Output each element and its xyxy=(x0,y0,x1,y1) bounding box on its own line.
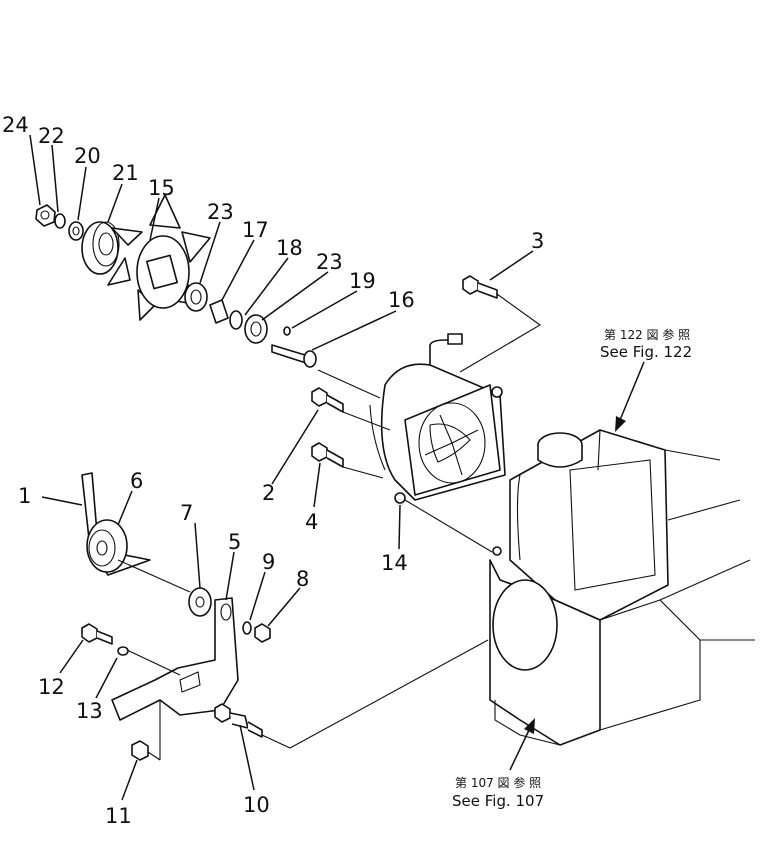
callout-6: 6 xyxy=(130,469,143,493)
callout-5: 5 xyxy=(228,530,241,554)
ref-fig107-jp: 第 107 図 参 照 xyxy=(455,775,541,790)
callout-21: 21 xyxy=(112,161,139,185)
callout-24: 24 xyxy=(2,113,29,137)
callout-2: 2 xyxy=(262,481,275,505)
reference-arrows xyxy=(509,361,645,771)
callout-20: 20 xyxy=(74,144,101,168)
callout-13: 13 xyxy=(76,699,103,723)
callout-15: 15 xyxy=(148,176,175,200)
figure-references: 第 122 図 参 照 See Fig. 122 第 107 図 参 照 See… xyxy=(452,327,692,810)
callout-23b: 23 xyxy=(316,250,343,274)
callout-9: 9 xyxy=(262,550,275,574)
callout-12: 12 xyxy=(38,675,65,699)
callout-labels: 24 22 20 21 15 23 17 18 23 19 16 3 1 6 7… xyxy=(2,113,544,828)
callout-1: 1 xyxy=(18,484,31,508)
adjust-bracket xyxy=(81,597,271,761)
callout-11: 11 xyxy=(105,804,132,828)
callout-3: 3 xyxy=(531,229,544,253)
engine-housing xyxy=(489,429,755,746)
callout-7: 7 xyxy=(180,501,193,525)
fan-shroud xyxy=(369,333,506,504)
ref-fig122-en: See Fig. 122 xyxy=(600,343,692,361)
callout-22: 22 xyxy=(38,124,65,148)
fan-assembly xyxy=(35,194,317,368)
assembly-lines xyxy=(117,293,542,761)
ref-fig122-jp: 第 122 図 参 照 xyxy=(604,327,690,342)
leader-lines xyxy=(29,134,534,801)
callout-14: 14 xyxy=(381,551,408,575)
callout-8: 8 xyxy=(296,567,309,591)
callout-18: 18 xyxy=(276,236,303,260)
callout-16: 16 xyxy=(388,288,415,312)
bolts-upper xyxy=(311,275,498,468)
callout-4: 4 xyxy=(305,510,318,534)
callout-23a: 23 xyxy=(207,200,234,224)
callout-17: 17 xyxy=(242,218,269,242)
ref-fig107-en: See Fig. 107 xyxy=(452,792,544,810)
tension-bracket xyxy=(81,472,212,617)
callout-10: 10 xyxy=(243,793,270,817)
callout-19: 19 xyxy=(349,269,376,293)
